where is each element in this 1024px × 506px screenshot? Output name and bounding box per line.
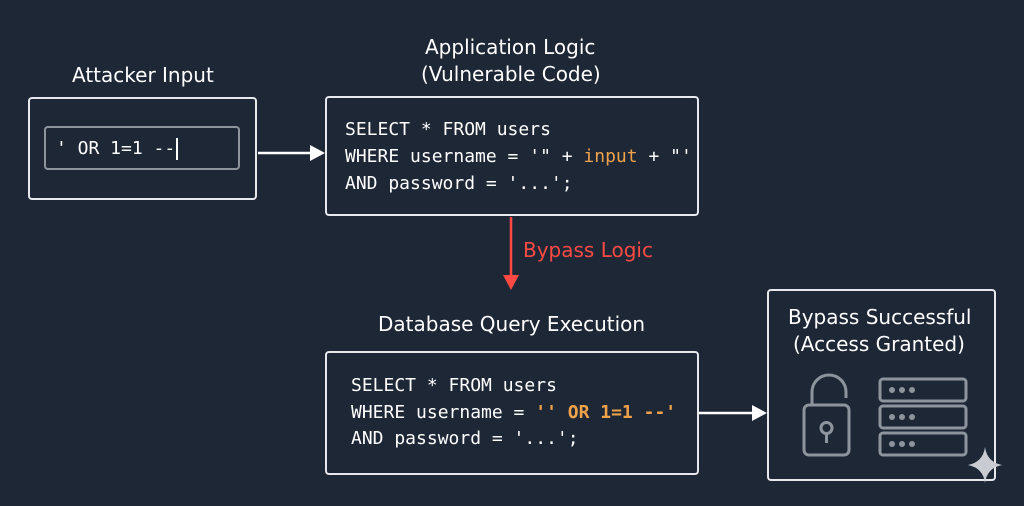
arrow-input-to-logic <box>258 145 325 161</box>
server-indicator-lights <box>889 387 915 447</box>
unlocked-padlock-icon <box>802 373 851 457</box>
attacker-input-value: ' OR 1=1 -- <box>56 137 179 161</box>
access-granted-subtitle: (Access Granted) <box>793 332 965 356</box>
bypass-logic-label: Bypass Logic <box>523 238 653 262</box>
bypass-result-panel <box>767 289 996 481</box>
bypass-logic-arrow <box>503 217 519 290</box>
db-code-line-1: SELECT * FROM users <box>351 375 557 396</box>
bypass-successful-title: Bypass Successful <box>788 305 972 329</box>
app-code-line-2: WHERE username = '" + input + "' <box>345 146 692 167</box>
app-code-line-3: AND password = '...'; <box>345 173 573 194</box>
server-stack-icon <box>878 377 968 457</box>
vulnerable-code-subtitle: (Vulnerable Code) <box>421 62 601 86</box>
application-logic-title: Application Logic <box>425 35 596 59</box>
sparkle-icon <box>968 447 1002 483</box>
application-code-panel <box>325 96 699 216</box>
app-code-line-1: SELECT * FROM users <box>345 119 551 140</box>
attacker-input-title: Attacker Input <box>72 63 214 87</box>
attacker-input-panel <box>28 97 257 200</box>
attacker-input-field[interactable] <box>44 126 240 170</box>
injected-payload: '' OR 1=1 --' <box>535 402 677 423</box>
arrow-query-to-result <box>699 405 767 421</box>
db-code-line-3: AND password = '...'; <box>351 428 579 449</box>
input-variable: input <box>583 146 638 167</box>
text-caret-icon <box>176 138 179 160</box>
db-code-line-2: WHERE username = '' OR 1=1 --' <box>351 402 677 423</box>
database-query-panel <box>325 351 699 475</box>
database-query-title: Database Query Execution <box>378 312 646 336</box>
